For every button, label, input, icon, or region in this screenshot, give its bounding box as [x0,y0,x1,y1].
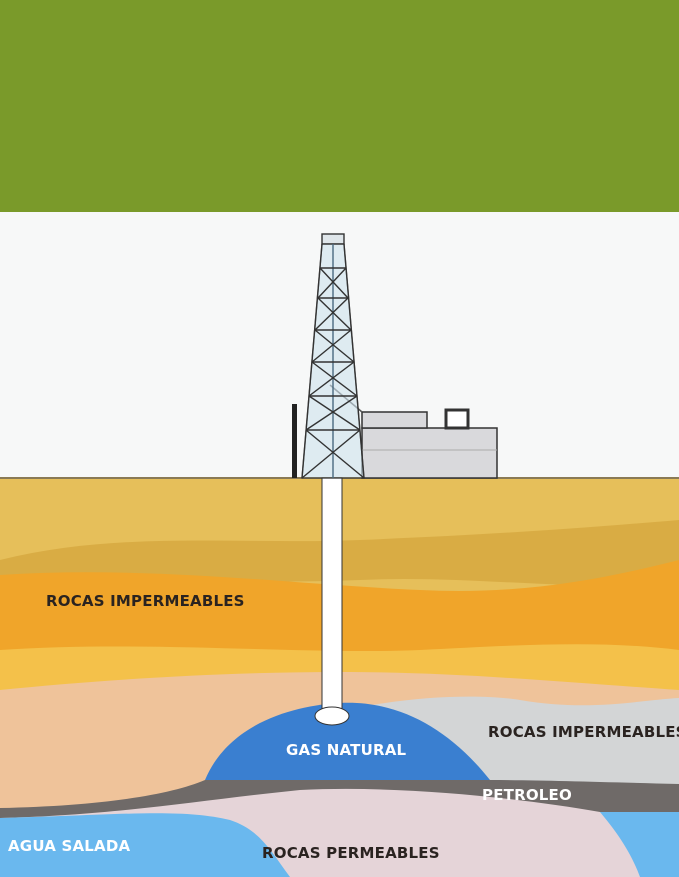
label-rocas-impermeables-top: ROCAS IMPERMEABLES [46,592,245,610]
label-rocas-impermeables-right: ROCAS IMPERMEABLES [488,723,679,741]
header-banner [0,0,679,212]
gas-natural-dome [205,702,490,780]
well-pipe [321,477,343,717]
label-rocas-permeables: ROCAS PERMEABLES [262,844,440,862]
agua-salada-right [600,812,679,877]
well-bottom [314,706,350,726]
petroleo-band [0,780,679,818]
label-petroleo: PETROLEO [482,786,572,804]
plant-building-icon [292,384,498,479]
oil-derrick-icon [301,233,365,479]
label-gas-natural: GAS NATURAL [286,741,407,759]
label-agua-salada: AGUA SALADA [8,837,131,855]
agua-salada-left [0,813,290,877]
